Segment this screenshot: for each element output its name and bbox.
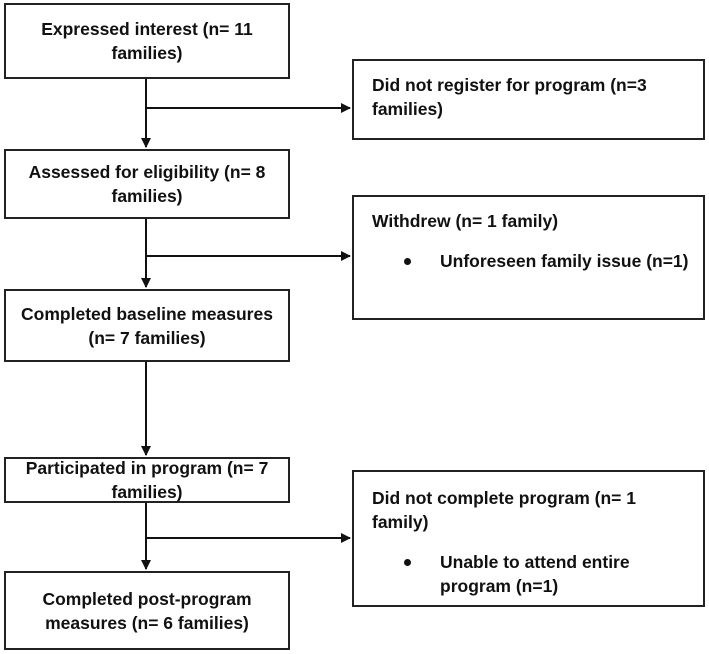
- box-not-completed-label: Did not complete program (n= 1 family): [372, 488, 636, 532]
- not-completed-reason-item: Unable to attend entire program (n=1): [404, 550, 689, 598]
- box-participated-program-label: Participated in program (n= 7 families): [25, 458, 269, 502]
- box-not-registered-label: Did not register for program (n=3 famili…: [372, 75, 647, 119]
- box-expressed-interest: Expressed interest (n= 11 families): [4, 3, 290, 79]
- box-withdrew: Withdrew (n= 1 family) Unforeseen family…: [352, 195, 705, 320]
- box-participated-program: Participated in program (n= 7 families): [4, 457, 290, 503]
- box-assessed-eligibility-label: Assessed for eligibility (n= 8 families): [28, 162, 266, 206]
- withdrew-reasons-list: Unforeseen family issue (n=1): [372, 249, 689, 273]
- box-completed-post-program-label: Completed post-program measures (n= 6 fa…: [42, 588, 252, 633]
- box-assessed-eligibility: Assessed for eligibility (n= 8 families): [4, 149, 290, 219]
- box-expressed-interest-label: Expressed interest (n= 11 families): [41, 19, 253, 63]
- box-not-completed: Did not complete program (n= 1 family) U…: [352, 470, 705, 607]
- box-completed-baseline-label: Completed baseline measures (n= 7 famili…: [21, 303, 273, 348]
- box-withdrew-label: Withdrew (n= 1 family): [372, 211, 559, 231]
- box-completed-post-program: Completed post-program measures (n= 6 fa…: [4, 571, 290, 650]
- withdrew-reason-item: Unforeseen family issue (n=1): [404, 251, 689, 271]
- box-completed-baseline: Completed baseline measures (n= 7 famili…: [4, 289, 290, 362]
- not-completed-reasons-list: Unable to attend entire program (n=1): [372, 550, 689, 598]
- box-not-registered: Did not register for program (n=3 famili…: [352, 59, 705, 140]
